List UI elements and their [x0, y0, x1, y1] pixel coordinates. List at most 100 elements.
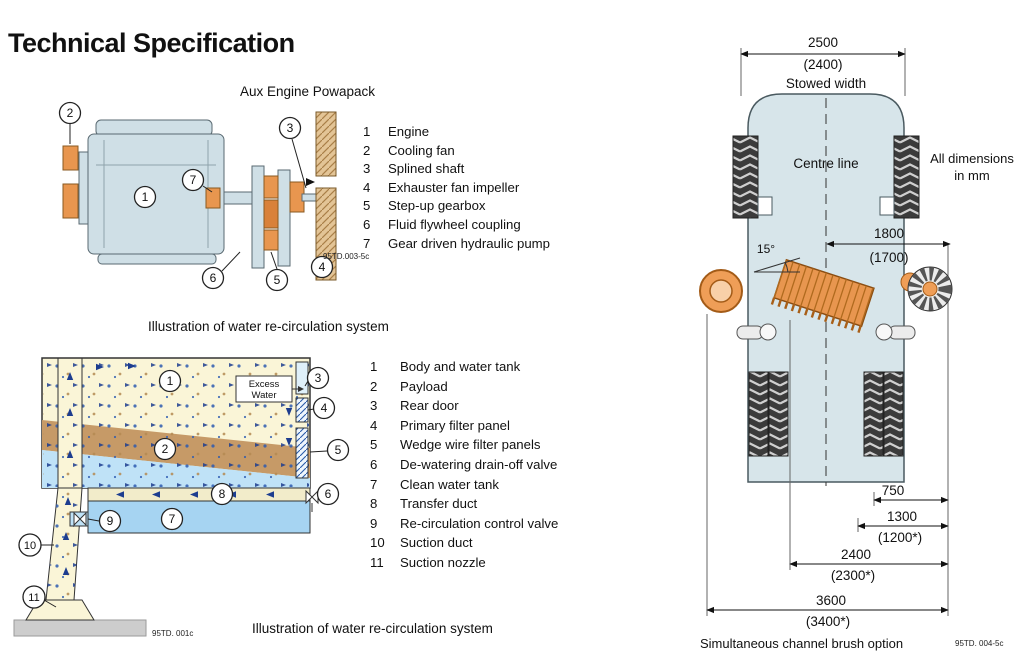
rear-tire-left-inner	[768, 371, 789, 457]
legend-label: Clean water tank	[400, 476, 499, 492]
legend-label: Payload	[400, 378, 448, 394]
front-tire-right	[893, 135, 920, 219]
svg-text:4: 4	[319, 260, 326, 274]
left-brush-arm	[736, 325, 764, 340]
gear-2	[263, 199, 279, 229]
engine-callout-6: 6	[201, 266, 225, 290]
engine-section-heading: Aux Engine Powapack	[239, 84, 376, 99]
impeller-upper	[315, 111, 337, 177]
gearbox-plate-1	[251, 165, 265, 269]
dim-3600: 3600	[816, 593, 846, 608]
engine-callout-1: 1	[133, 185, 157, 209]
legend-item: 6 Fluid flywheel coupling	[363, 216, 550, 235]
svg-text:1: 1	[142, 190, 149, 204]
water-callout-8: 8	[210, 482, 234, 506]
svg-text:5: 5	[335, 443, 342, 457]
legend-num: 9	[370, 515, 378, 531]
channel-brush-assembly	[699, 257, 953, 341]
wedge-filter-panels-shape	[295, 427, 309, 479]
legend-num: 6	[370, 456, 378, 472]
legend-num: 8	[370, 496, 378, 512]
engine-callout-7: 7	[181, 168, 205, 192]
dewatering-valve	[305, 489, 313, 505]
svg-text:3: 3	[315, 371, 322, 385]
water-callout-6: 6	[316, 482, 340, 506]
legend-num: 3	[370, 398, 378, 414]
page-title: Technical Specification	[8, 28, 295, 58]
svg-text:Excess: Excess	[249, 379, 280, 390]
engine-callout-3: 3	[278, 116, 302, 140]
water-callout-3: 3	[306, 366, 330, 390]
water-diagram: Excess Water	[13, 357, 350, 637]
svg-text:3: 3	[287, 121, 294, 135]
legend-label: Cooling fan	[388, 142, 455, 158]
legend-num: 6	[363, 216, 371, 232]
water-callout-2: 2	[153, 437, 177, 461]
legend-item: 7 Clean water tank	[370, 475, 558, 495]
wheel-notch-left	[757, 196, 773, 216]
water-callout-9: 9	[98, 509, 122, 533]
dim-1200-alt: (1200*)	[878, 530, 922, 545]
engine-sump	[97, 253, 217, 265]
svg-text:5: 5	[274, 273, 281, 287]
legend-label: Transfer duct	[400, 496, 478, 512]
legend-num: 2	[363, 142, 371, 158]
all-dimensions-line1: All dimensions	[930, 151, 1014, 166]
engine-callout-4: 4	[310, 255, 334, 279]
legend-label: Exhauster fan impeller	[388, 179, 520, 195]
svg-text:2: 2	[162, 442, 169, 456]
legend-num: 1	[370, 359, 378, 374]
legend-num: 10	[370, 535, 385, 551]
ground	[13, 619, 147, 637]
suction-nozzle-shape	[25, 599, 95, 621]
primary-filter-panel-shape	[295, 397, 309, 423]
engine-callout-2: 2	[58, 101, 82, 125]
excess-water-label: Excess Water	[235, 375, 304, 403]
legend-label: De-watering drain-off valve	[400, 456, 558, 472]
legend-item: 1 Engine	[363, 123, 550, 142]
legend-item: 4 Exhauster fan impeller	[363, 179, 550, 198]
front-tire-left	[732, 135, 759, 219]
legend-label: Suction duct	[400, 535, 473, 551]
svg-text:4: 4	[321, 401, 328, 415]
dim-2400-alt-top: (2400)	[803, 57, 842, 72]
hydraulic-pump	[205, 187, 221, 209]
water-callout-1: 1	[158, 369, 182, 393]
legend-label: Step-up gearbox	[388, 198, 486, 214]
legend-num: 7	[370, 476, 378, 492]
vehicle-diagram: 2500 (2400) Stowed width Centre line 180…	[699, 35, 953, 629]
svg-text:10: 10	[24, 540, 36, 552]
dim-1300: 1300	[887, 509, 917, 524]
rear-tire-right-outer	[883, 371, 904, 457]
svg-text:11: 11	[28, 592, 39, 604]
stowed-width-label: Stowed width	[786, 76, 866, 91]
dim-2500: 2500	[808, 35, 838, 50]
svg-text:2: 2	[67, 106, 74, 120]
legend-num: 5	[370, 437, 378, 453]
svg-text:7: 7	[169, 512, 176, 526]
engine-callout-5: 5	[265, 268, 289, 292]
water-callout-11: 11	[22, 585, 46, 609]
legend-label: Fluid flywheel coupling	[388, 216, 521, 232]
water-callout-7: 7	[160, 507, 184, 531]
legend-num: 4	[363, 179, 371, 195]
legend-item: 2 Cooling fan	[363, 142, 550, 161]
legend-num: 1	[363, 124, 371, 139]
water-callout-5: 5	[326, 438, 350, 462]
svg-text:9: 9	[107, 514, 114, 528]
main-channel-brush	[770, 258, 875, 333]
all-dimensions-note: All dimensions in mm	[922, 150, 1022, 184]
legend-label: Suction nozzle	[400, 554, 486, 570]
clean-water-tank-shape	[87, 500, 311, 534]
rear-tire-right-inner	[863, 371, 884, 457]
legend-num: 7	[363, 235, 371, 251]
legend-label: Engine	[388, 124, 430, 139]
engine-block	[87, 133, 225, 255]
legend-label: Re-circulation control valve	[400, 515, 559, 531]
water-section-heading: Illustration of water re-circulation sys…	[148, 319, 389, 334]
